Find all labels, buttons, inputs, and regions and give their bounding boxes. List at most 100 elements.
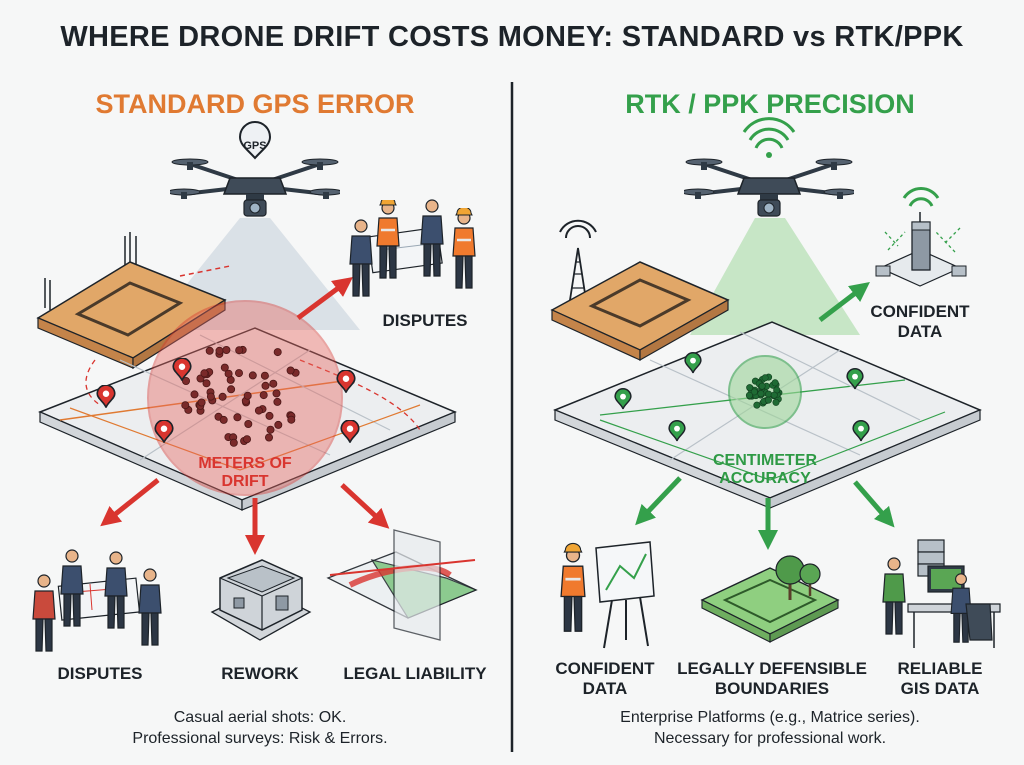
accuracy-point <box>771 379 779 387</box>
drift-point <box>265 411 274 420</box>
right-footer-line1: Enterprise Platforms (e.g., Matrice seri… <box>620 709 920 726</box>
drift-points <box>181 345 300 447</box>
left-footer: Casual aerial shots: OK. Professional su… <box>60 708 460 750</box>
confident-data-top-line1: CONFIDENT <box>870 302 970 321</box>
legally-defensible-line2: BOUNDARIES <box>714 679 830 699</box>
rework-label: REWORK <box>221 664 299 683</box>
drift-point <box>254 406 263 415</box>
drift-point <box>233 413 242 422</box>
drift-point <box>261 381 270 390</box>
server-icon-gis <box>882 539 1001 648</box>
confident-data-line1: CONFIDENT <box>555 659 655 678</box>
boundary-overlap-icon-legal <box>326 529 478 641</box>
signal-icon-drone <box>742 117 796 158</box>
legal-liability-label: LEGAL LIABILITY <box>343 664 487 683</box>
gps-badge-icon <box>238 121 272 160</box>
accuracy-point <box>765 390 773 398</box>
centimeter-accuracy-line2: ACCURACY <box>719 470 811 488</box>
drift-point <box>243 391 252 400</box>
arrow-icon-to-legal <box>340 483 390 529</box>
confident-data-top-line2: DATA <box>897 322 943 342</box>
drift-point <box>259 391 268 400</box>
drone-icon-left <box>170 157 340 218</box>
meters-of-drift-line2: DRIFT <box>221 473 269 491</box>
right-panel-heading: RTK / PPK PRECISION <box>625 89 915 119</box>
drift-point <box>206 392 215 401</box>
disputes-top-label: DISPUTES <box>382 311 468 330</box>
drift-point <box>272 389 281 398</box>
people-icon-disputes-bottom <box>32 549 162 652</box>
legally-defensible-boundaries-label: LEGALLY DEFENSIBLE BOUNDARIES <box>672 659 872 700</box>
left-panel-heading: STANDARD GPS ERROR <box>95 89 415 119</box>
gps-badge-label: GPS <box>243 140 267 152</box>
house-icon-rework <box>210 559 312 641</box>
arrow-icon-to-confident <box>635 476 682 526</box>
accuracy-point <box>745 391 753 399</box>
drift-point <box>235 346 244 355</box>
drift-point <box>273 348 282 357</box>
site-platform-right <box>550 261 730 362</box>
tree-icon-boundaries <box>700 555 840 643</box>
right-footer-line2: Necessary for professional work. <box>653 729 887 747</box>
left-footer-line1: Casual aerial shots: OK. <box>173 709 347 726</box>
drift-point <box>218 392 227 401</box>
drift-point <box>220 363 229 372</box>
surveyor-icon <box>560 541 655 649</box>
drift-point <box>242 435 251 444</box>
drift-point <box>274 420 283 429</box>
centimeter-accuracy-line1: CENTIMETER <box>713 452 817 469</box>
drift-point <box>190 390 199 399</box>
drift-point <box>273 397 282 406</box>
drift-point <box>286 366 295 375</box>
reliable-gis-line1: RELIABLE <box>897 659 983 678</box>
accuracy-point <box>758 382 766 390</box>
confident-data-label: CONFIDENT DATA <box>540 659 670 700</box>
arrow-icon-to-gis <box>853 480 895 528</box>
right-footer: Enterprise Platforms (e.g., Matrice seri… <box>545 708 995 750</box>
left-footer-line2: Professional surveys: Risk & Errors. <box>132 729 388 747</box>
accuracy-point <box>770 391 778 399</box>
drift-point <box>234 369 243 378</box>
meters-of-drift-line1: METERS OF <box>198 455 292 472</box>
confident-data-line2: DATA <box>582 679 628 699</box>
confident-data-top-label: CONFIDENT DATA <box>860 302 980 343</box>
people-icon-disputes-top <box>349 199 476 297</box>
drift-point <box>269 379 278 388</box>
disputes-label: DISPUTES <box>57 664 143 683</box>
drone-icon-right <box>684 157 854 218</box>
drift-point <box>229 438 238 447</box>
site-platform-left <box>36 232 231 370</box>
drift-point <box>181 376 190 385</box>
arrow-icon-to-disputes <box>100 478 160 527</box>
accuracy-point <box>757 390 765 398</box>
drift-point <box>200 369 209 378</box>
drift-point <box>219 415 228 424</box>
drift-point <box>260 371 269 380</box>
accuracy-point <box>753 401 761 409</box>
arrow-icon-to-disputes-top <box>296 277 354 321</box>
drift-point <box>287 415 296 424</box>
drift-point <box>244 419 253 428</box>
drift-point <box>197 398 206 407</box>
accuracy-point <box>761 374 769 382</box>
drift-point <box>222 345 231 354</box>
drift-point <box>205 346 214 355</box>
accuracy-point <box>746 384 754 392</box>
drift-point <box>181 401 190 410</box>
drift-point <box>227 385 236 394</box>
accuracy-point <box>750 388 758 396</box>
accuracy-point <box>772 398 780 406</box>
legally-defensible-line1: LEGALLY DEFENSIBLE <box>677 659 867 678</box>
drift-point <box>202 379 211 388</box>
drift-point <box>215 346 224 355</box>
camera-cone-right <box>690 218 860 335</box>
network-node-icon <box>875 187 967 287</box>
accuracy-point <box>764 396 772 404</box>
arrow-icon-to-data-top <box>818 281 870 322</box>
reliable-gis-line2: GIS DATA <box>900 679 980 699</box>
reliable-gis-data-label: RELIABLE GIS DATA <box>880 659 1000 700</box>
page-title: WHERE DRONE DRIFT COSTS MONEY: STANDARD … <box>60 21 964 53</box>
drift-point <box>266 425 275 434</box>
